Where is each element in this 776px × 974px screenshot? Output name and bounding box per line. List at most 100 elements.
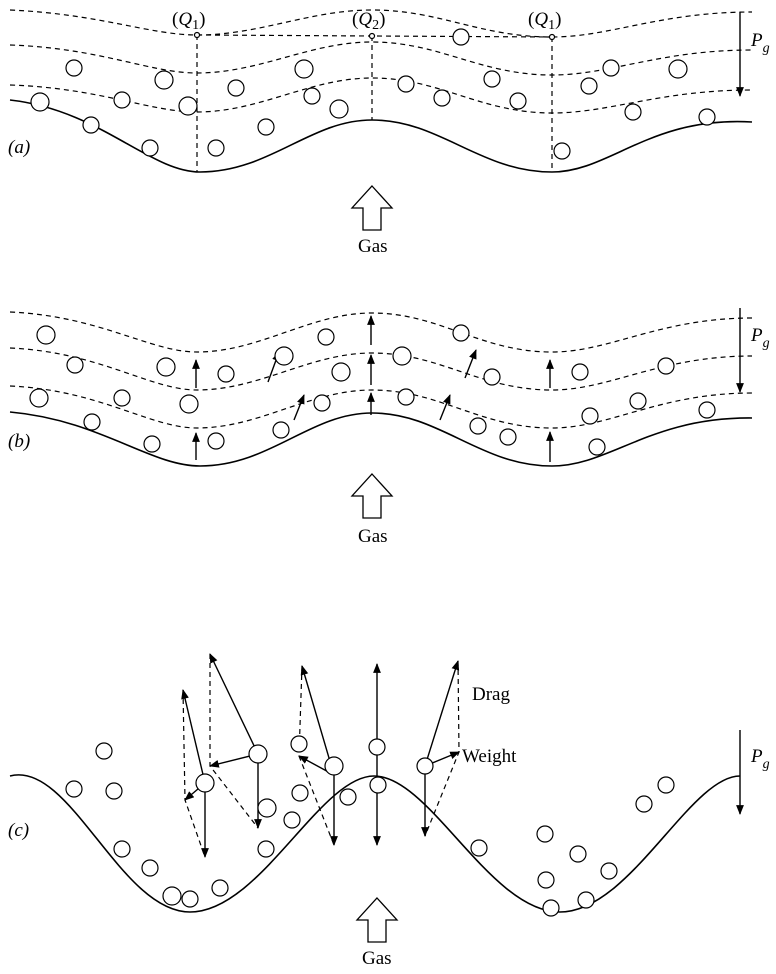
gas-label-a: Gas — [358, 236, 388, 257]
particle — [370, 777, 386, 793]
gas-arrow-icon — [357, 898, 397, 942]
gas-arrow-icon — [352, 474, 392, 518]
pressure-label-c: Pg — [750, 746, 770, 772]
q2-marker — [370, 34, 375, 39]
particle — [218, 366, 234, 382]
particle — [658, 777, 674, 793]
force-diagram-2 — [183, 690, 205, 857]
particle — [453, 29, 469, 45]
drag-vector — [210, 654, 258, 754]
particle — [291, 736, 307, 752]
particle — [325, 757, 343, 775]
q1-label: (Q1) — [172, 9, 205, 33]
gas-arrow-icon — [352, 186, 392, 230]
panel-a-layer-2 — [10, 42, 752, 75]
particle — [314, 395, 330, 411]
particle — [554, 143, 570, 159]
panel-b: Gas (b) Pg — [8, 308, 770, 547]
force-diagram-3 — [299, 666, 334, 845]
particle — [180, 395, 198, 413]
pressure-label-b: Pg — [750, 325, 770, 351]
particle — [304, 88, 320, 104]
particle — [369, 739, 385, 755]
particle — [538, 872, 554, 888]
particle — [470, 418, 486, 434]
particle — [37, 326, 55, 344]
particle — [601, 863, 617, 879]
drag-vector — [183, 690, 205, 783]
particle — [570, 846, 586, 862]
panel-a-particles — [31, 29, 715, 159]
particle — [114, 390, 130, 406]
particle — [66, 781, 82, 797]
panel-c-particles — [66, 736, 674, 916]
velocity-arrow — [440, 395, 450, 420]
drag-label: Drag — [472, 684, 510, 705]
particle — [228, 80, 244, 96]
particle — [484, 369, 500, 385]
particle — [142, 860, 158, 876]
particle — [275, 347, 293, 365]
q2-label: (Q2) — [352, 9, 385, 33]
particle — [434, 90, 450, 106]
particle — [155, 71, 173, 89]
particle — [669, 60, 687, 78]
particle — [471, 840, 487, 856]
particle — [182, 891, 198, 907]
particle — [258, 841, 274, 857]
particle — [625, 104, 641, 120]
particle — [144, 436, 160, 452]
particle — [636, 796, 652, 812]
particle — [179, 97, 197, 115]
particle — [330, 100, 348, 118]
velocity-arrow — [294, 395, 304, 420]
panel-b-layer-2 — [10, 348, 752, 390]
q1b-label: (Q1) — [528, 9, 561, 33]
weight-label: Weight — [462, 746, 517, 767]
panel-a-label: (a) — [8, 137, 30, 158]
particle — [510, 93, 526, 109]
particle — [484, 71, 500, 87]
particle — [393, 347, 411, 365]
particle — [96, 743, 112, 759]
particle — [114, 841, 130, 857]
particle — [258, 119, 274, 135]
particle — [581, 78, 597, 94]
particle — [67, 357, 83, 373]
particle — [578, 892, 594, 908]
panel-b-bed-surface — [10, 412, 752, 466]
particle — [537, 826, 553, 842]
force-diagram-1 — [210, 654, 258, 828]
force-construction — [210, 654, 258, 828]
particle — [453, 325, 469, 341]
particle — [589, 439, 605, 455]
particle — [582, 408, 598, 424]
particle — [273, 422, 289, 438]
particle — [500, 429, 516, 445]
particle — [340, 789, 356, 805]
force-construction — [183, 690, 205, 857]
velocity-arrow — [465, 350, 476, 378]
particle — [208, 433, 224, 449]
particle — [83, 117, 99, 133]
panel-c-label: (c) — [8, 820, 29, 841]
particle — [196, 774, 214, 792]
gas-label-b: Gas — [358, 526, 388, 547]
particle — [106, 783, 122, 799]
particle — [417, 758, 433, 774]
particle — [30, 389, 48, 407]
drag-vector — [425, 661, 458, 766]
particle — [398, 389, 414, 405]
particle — [295, 60, 313, 78]
particle — [31, 93, 49, 111]
particle — [157, 358, 175, 376]
particle — [603, 60, 619, 76]
particle — [84, 414, 100, 430]
particle — [318, 329, 334, 345]
particle — [332, 363, 350, 381]
particle — [212, 880, 228, 896]
q1b-marker — [550, 35, 555, 40]
particle — [292, 785, 308, 801]
particle — [658, 358, 674, 374]
